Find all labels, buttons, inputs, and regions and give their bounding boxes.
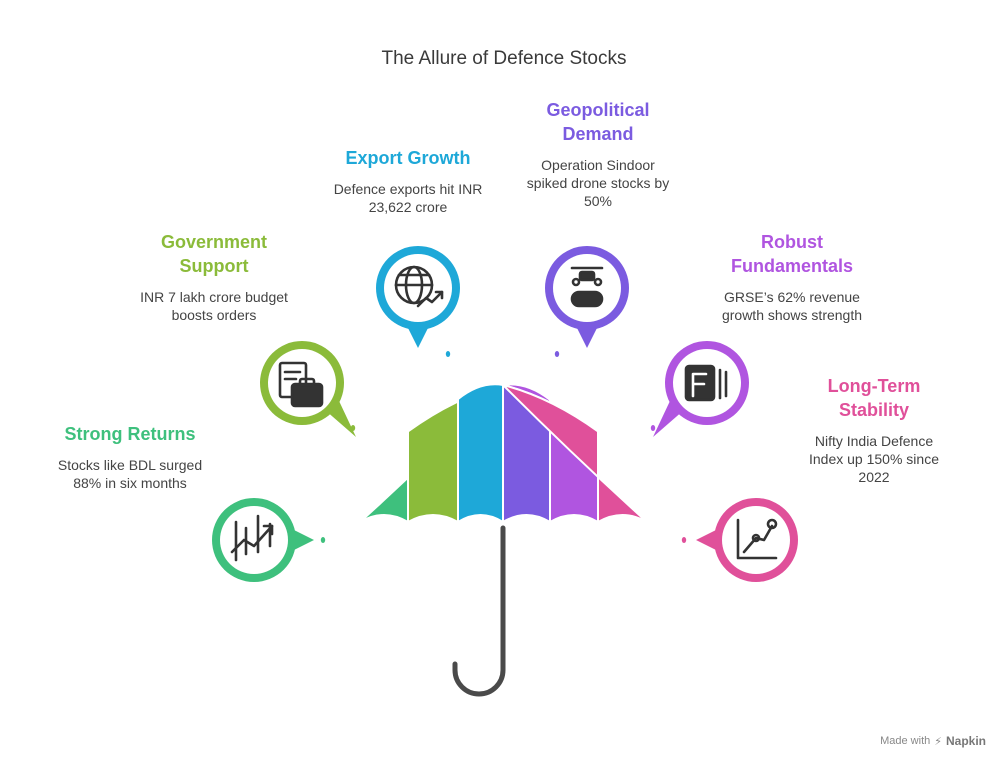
item-export-growth: Export Growth Defence exports hit INR 23… [298, 146, 518, 216]
desc-government-support: INR 7 lakh crore budget boosts orders [140, 289, 288, 323]
line-chart-icon [736, 518, 778, 560]
connector-dot [350, 425, 356, 431]
napkin-logo-icon: ⚡ [934, 735, 942, 748]
desc-geopolitical-demand: Operation Sindoor spiked drone stocks by… [526, 157, 670, 209]
globe-growth-icon [394, 265, 444, 308]
connector-dot [650, 425, 656, 431]
umbrella-canopy [359, 381, 648, 524]
item-government-support: Government Support INR 7 lakh crore budg… [104, 230, 324, 324]
bubble-geopolitical-demand [545, 246, 629, 357]
bubble-long-term-stability [681, 498, 798, 582]
item-long-term-stability: Long-Term Stability Nifty India Defence … [764, 374, 984, 486]
bubble-government-support [260, 341, 356, 437]
connector-dot [320, 537, 326, 543]
bubble-export-growth [376, 246, 460, 357]
bubble-strong-returns [212, 498, 326, 582]
heading-strong-returns: Strong Returns [64, 424, 196, 444]
item-geopolitical-demand: Geopolitical Demand Operation Sindoor sp… [488, 98, 708, 210]
napkin-watermark[interactable]: Made with ⚡ Napkin [880, 734, 986, 748]
desc-robust-fundamentals: GRSE’s 62% revenue growth shows strength [721, 289, 863, 323]
diagram-title: The Allure of Defence Stocks [381, 48, 627, 69]
desc-long-term-stability: Nifty India Defence Index up 150% since … [809, 433, 939, 485]
book-icon [684, 364, 728, 402]
canopy-panel-export-growth [457, 381, 504, 524]
napkin-brand: Napkin [945, 734, 986, 748]
candlestick-chart-icon [230, 514, 274, 562]
umbrella-handle [452, 525, 506, 697]
desc-export-growth: Defence exports hit INR 23,622 crore [333, 181, 483, 215]
desc-strong-returns: Stocks like BDL surged 88% in six months [57, 457, 203, 491]
item-strong-returns: Strong Returns Stocks like BDL surged 88… [20, 422, 240, 492]
heading-export-growth: Export Growth [345, 148, 471, 168]
bubble-robust-fundamentals [650, 341, 749, 437]
heading-geopolitical-demand: Geopolitical Demand [546, 100, 650, 144]
briefcase-documents-icon [278, 361, 324, 408]
drone-controller-icon [570, 266, 604, 308]
connector-dot [681, 537, 687, 543]
connector-dot [445, 351, 451, 357]
item-robust-fundamentals: Robust Fundamentals GRSE’s 62% revenue g… [682, 230, 902, 324]
connector-dot [554, 351, 560, 357]
made-with-label: Made with [880, 735, 931, 747]
canopy-panel-long-term-stability [499, 383, 648, 524]
heading-long-term-stability: Long-Term Stability [827, 376, 921, 420]
heading-robust-fundamentals: Robust Fundamentals [730, 232, 854, 276]
heading-government-support: Government Support [160, 232, 268, 276]
